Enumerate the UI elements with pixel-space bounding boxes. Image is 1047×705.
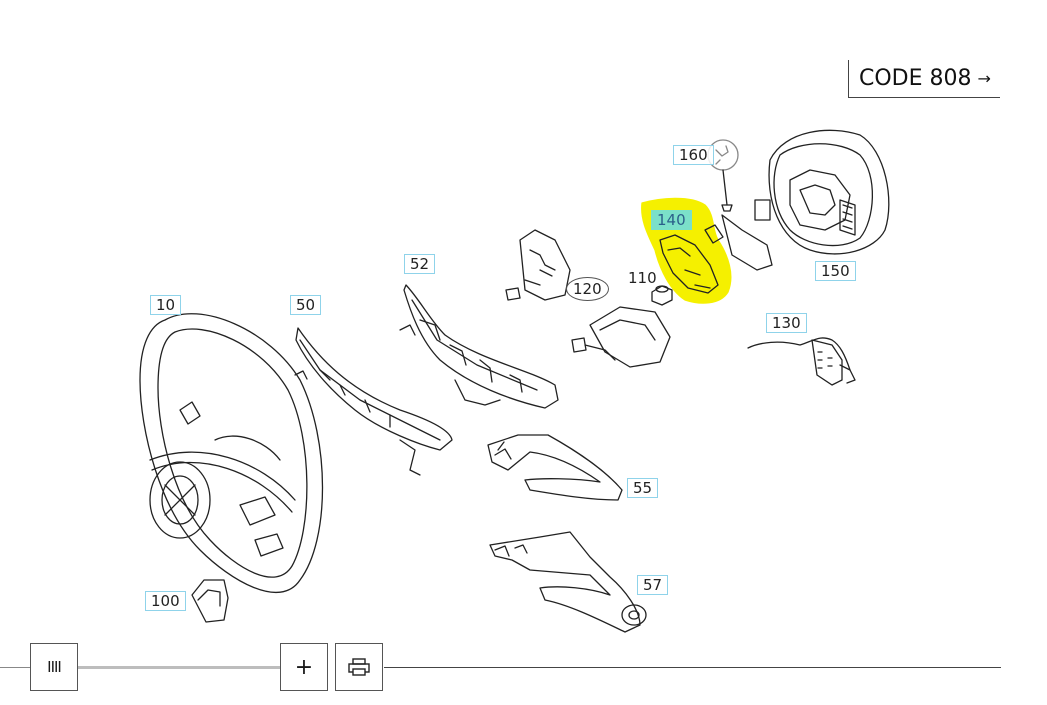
part-label-140[interactable]: 140 (651, 210, 692, 230)
printer-icon (348, 658, 370, 676)
part-label-150[interactable]: 150 (815, 261, 856, 281)
trim-cover-part-52[interactable] (399, 284, 559, 409)
part-label-52[interactable]: 52 (404, 254, 436, 274)
part-label-160[interactable]: 160 (673, 145, 714, 165)
part-label-110[interactable]: 110 (628, 269, 657, 287)
part-label-130[interactable]: 130 (766, 313, 807, 333)
code-808-link[interactable]: CODE 808 → (848, 60, 1000, 98)
plus-icon: + (294, 654, 314, 680)
paddle-switch-part-100[interactable] (191, 579, 229, 623)
print-button[interactable] (335, 643, 383, 691)
part-label-50[interactable]: 50 (290, 295, 322, 315)
part-label-57[interactable]: 57 (637, 575, 669, 595)
lower-cover-part-57[interactable] (489, 531, 647, 633)
columns-icon: IIII (47, 658, 62, 676)
part-label-55[interactable]: 55 (627, 478, 659, 498)
zoom-slider-track[interactable] (78, 666, 280, 669)
steering-wheel-part-10[interactable] (139, 313, 324, 593)
code-808-label: CODE 808 (859, 66, 972, 91)
part-label-120[interactable]: 120 (566, 277, 609, 301)
arrow-right-icon: → (977, 69, 991, 88)
wire-harness-part-130[interactable] (747, 337, 856, 386)
toolbar-rule-right (384, 667, 1001, 668)
toolbar-rule-left (0, 667, 30, 668)
bracket-assembly (721, 199, 773, 271)
airbag-part-150[interactable] (768, 129, 890, 255)
trim-cover-part-50[interactable] (294, 327, 453, 476)
part-label-10[interactable]: 10 (150, 295, 182, 315)
layout-columns-button[interactable]: IIII (30, 643, 78, 691)
zoom-in-button[interactable]: + (280, 643, 328, 691)
plug-part-110[interactable] (651, 285, 673, 306)
lower-cover-part-55[interactable] (487, 434, 623, 501)
control-module-part-120[interactable] (505, 229, 671, 368)
part-label-100[interactable]: 100 (145, 591, 186, 611)
